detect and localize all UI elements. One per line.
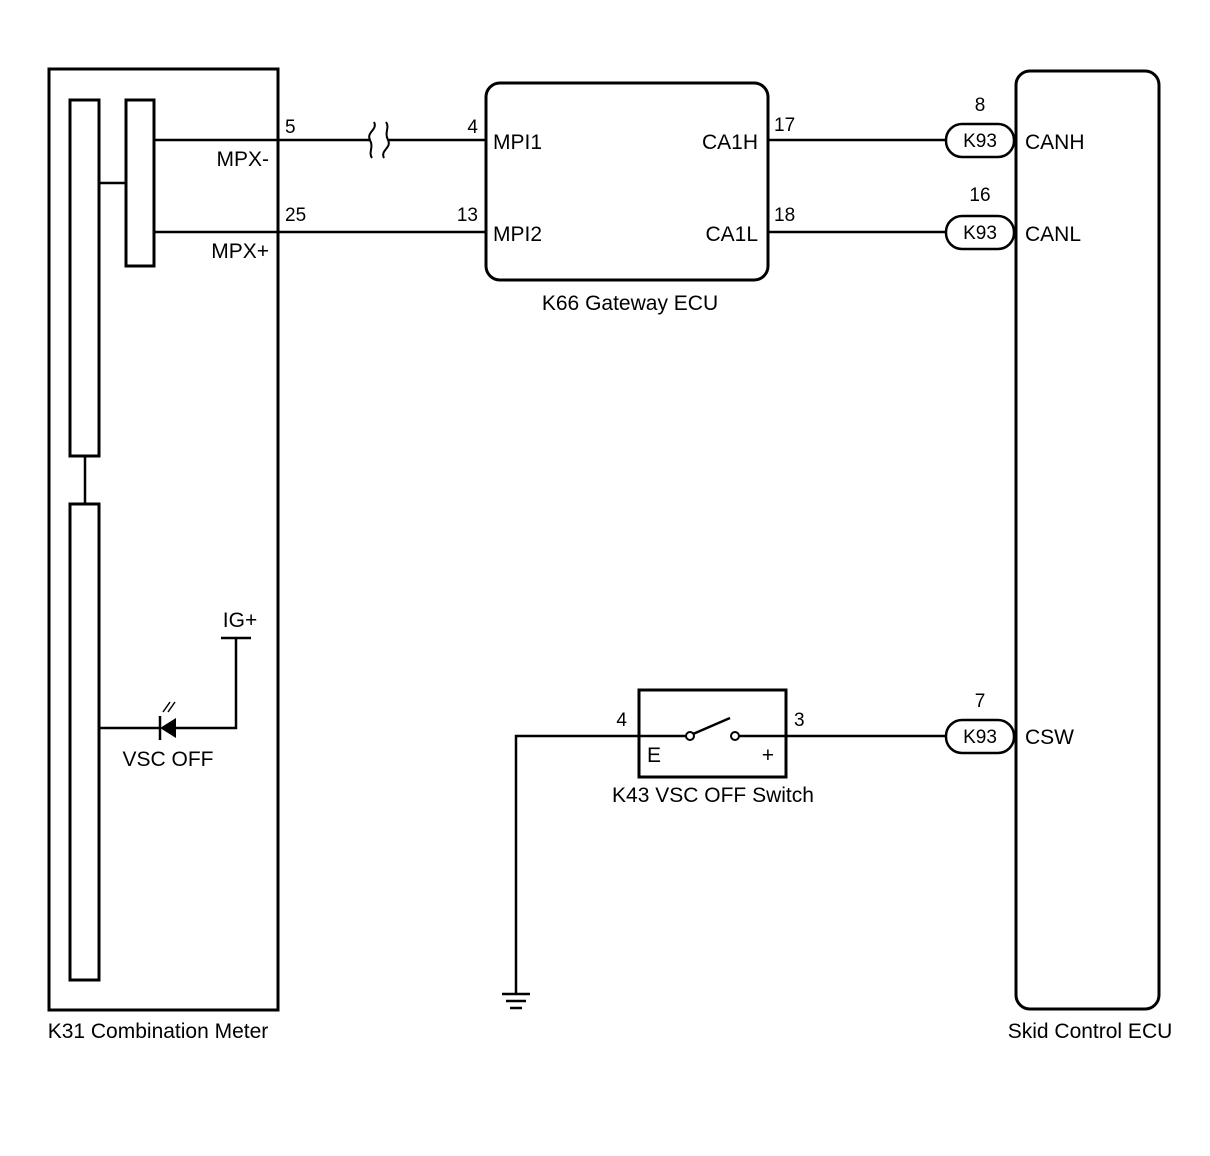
ig-plus-label: IG+: [223, 609, 257, 632]
pin-canh: 8: [975, 95, 986, 116]
mpi2-label: MPI2: [493, 223, 542, 246]
pin-ca1h: 17: [774, 115, 795, 136]
terminal-e-label: E: [647, 744, 661, 767]
pin-csw: 7: [975, 691, 986, 712]
meter-mpx-interface-block: [124, 98, 156, 268]
csw-label: CSW: [1025, 726, 1074, 749]
connector-k93-csw: K93: [944, 718, 1016, 755]
vsc-off-indicator-label: VSC OFF: [122, 748, 213, 771]
meter-internal-block-lower: [68, 502, 101, 982]
gateway-ecu-label: K66 Gateway ECU: [542, 292, 718, 315]
ca1h-label: CA1H: [702, 131, 758, 154]
wire-break-icon: [368, 121, 390, 159]
vsc-off-switch-outline: [637, 688, 788, 779]
pin-plus: 3: [794, 710, 805, 731]
gateway-ecu: MPI1 MPI2 CA1H CA1L 4 13 17 18 K66 Gatew…: [457, 81, 795, 315]
pin-e: 4: [616, 710, 627, 731]
pin-canl: 16: [969, 185, 990, 206]
indicator-wire-right: [176, 638, 238, 730]
pin-mpx-minus: 5: [285, 117, 296, 138]
mpx-plus-label: MPX+: [211, 240, 269, 263]
pin-ca1l: 18: [774, 205, 795, 226]
canh-label: CANH: [1025, 131, 1085, 154]
connector-label: K93: [963, 727, 997, 748]
mpx-minus-label: MPX-: [217, 148, 270, 171]
pin-mpx-plus: 25: [285, 205, 306, 226]
combination-meter: MPX- MPX+ 5 25 IG+ VSC OFF K31 Combinati…: [47, 67, 306, 1043]
wire-ground: [514, 734, 639, 993]
led-icon: [158, 701, 176, 740]
mpi1-label: MPI1: [493, 131, 542, 154]
connector-k93-canh: K93: [944, 122, 1016, 159]
connector-k93-canl: K93: [944, 214, 1016, 251]
pin-mpi2: 13: [457, 205, 478, 226]
skid-control-ecu: 8 16 7 CANH CANL CSW Skid Control ECU: [969, 69, 1173, 1043]
connector-label: K93: [963, 223, 997, 244]
vsc-off-switch: E + 4 3 K43 VSC OFF Switch: [612, 688, 814, 807]
skid-control-ecu-outline: [1014, 69, 1161, 1011]
ca1l-label: CA1L: [705, 223, 758, 246]
pin-mpi1: 4: [467, 117, 478, 138]
canl-label: CANL: [1025, 223, 1081, 246]
meter-internal-block-upper: [68, 98, 101, 458]
ground-icon: [502, 992, 530, 1010]
combination-meter-outline: [47, 67, 280, 1012]
gateway-ecu-outline: [484, 81, 770, 282]
combination-meter-label: K31 Combination Meter: [48, 1020, 269, 1043]
switch-contact-icon: [639, 716, 786, 741]
vsc-off-switch-label: K43 VSC OFF Switch: [612, 784, 814, 807]
skid-control-ecu-label: Skid Control ECU: [1008, 1020, 1173, 1043]
terminal-plus-label: +: [762, 744, 774, 767]
connector-label: K93: [963, 131, 997, 152]
